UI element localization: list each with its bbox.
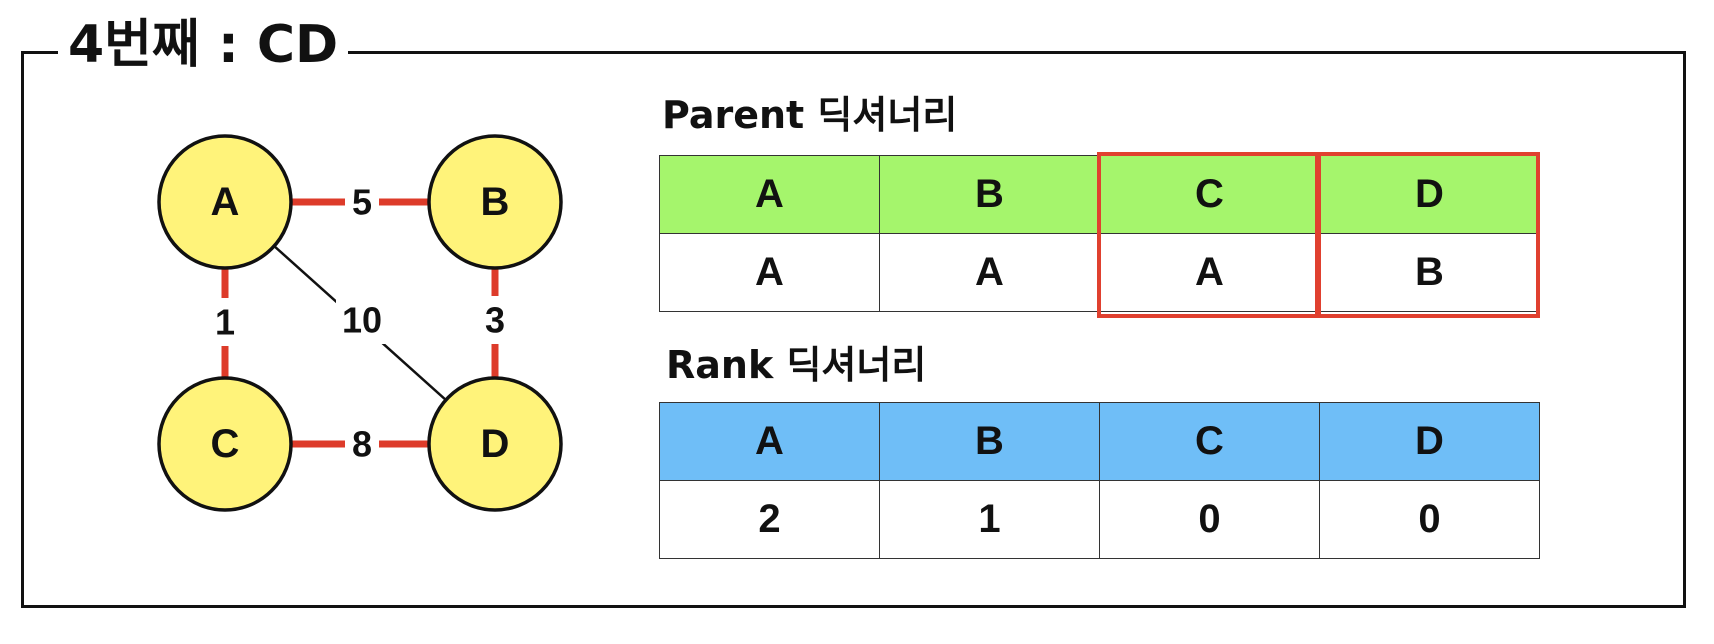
node-d — [427, 376, 563, 512]
edge-label-background — [478, 296, 512, 344]
page-title: 4번째 : CD — [58, 10, 349, 80]
rank-value-row: 2 1 0 0 — [659, 480, 1540, 559]
edge-weight-label: 8 — [352, 424, 372, 465]
highlight-box-c — [1097, 152, 1319, 318]
parent-dict-label: Parent 딕셔너리 — [662, 93, 958, 137]
edge-label-background — [345, 420, 379, 468]
parent-value-cell: A — [879, 233, 1100, 312]
rank-header-cell: C — [1099, 402, 1320, 481]
parent-value-row: A A A B — [659, 233, 1540, 312]
parent-header-cell: B — [879, 155, 1100, 234]
parent-value-cell: A — [659, 233, 880, 312]
edge-weight-label: 1 — [215, 302, 235, 343]
edge-weight-label: 10 — [342, 300, 382, 341]
node-label: C — [211, 422, 240, 466]
parent-table: A B C D A A A B — [659, 155, 1540, 312]
node-a — [157, 134, 293, 270]
highlight-box-d — [1317, 152, 1540, 318]
rank-header-cell: B — [879, 402, 1100, 481]
rank-dict-label: Rank 딕셔너리 — [666, 343, 927, 387]
edge-weight-label: 5 — [352, 182, 372, 223]
rank-value-cell: 0 — [1099, 480, 1320, 559]
rank-table: A B C D 2 1 0 0 — [659, 402, 1540, 559]
parent-header-cell: C — [1099, 155, 1320, 234]
rank-value-cell: 0 — [1319, 480, 1540, 559]
node-label: A — [211, 180, 240, 224]
edge-label-background — [345, 178, 379, 226]
node-c — [157, 376, 293, 512]
edge-label-background — [208, 298, 242, 346]
content-frame — [21, 51, 1686, 608]
edge-label-background — [336, 296, 388, 344]
rank-header-cell: A — [659, 402, 880, 481]
node-b — [427, 134, 563, 270]
node-label: B — [481, 180, 510, 224]
edge-weight-label: 3 — [485, 300, 505, 341]
rank-header-cell: D — [1319, 402, 1540, 481]
parent-value-cell: A — [1099, 233, 1320, 312]
parent-header-cell: A — [659, 155, 880, 234]
rank-value-cell: 1 — [879, 480, 1100, 559]
rank-value-cell: 2 — [659, 480, 880, 559]
node-label: D — [481, 422, 510, 466]
graph-diagram: 5 1 10 3 8 A B C D — [157, 134, 563, 512]
rank-header-row: A B C D — [659, 402, 1540, 481]
